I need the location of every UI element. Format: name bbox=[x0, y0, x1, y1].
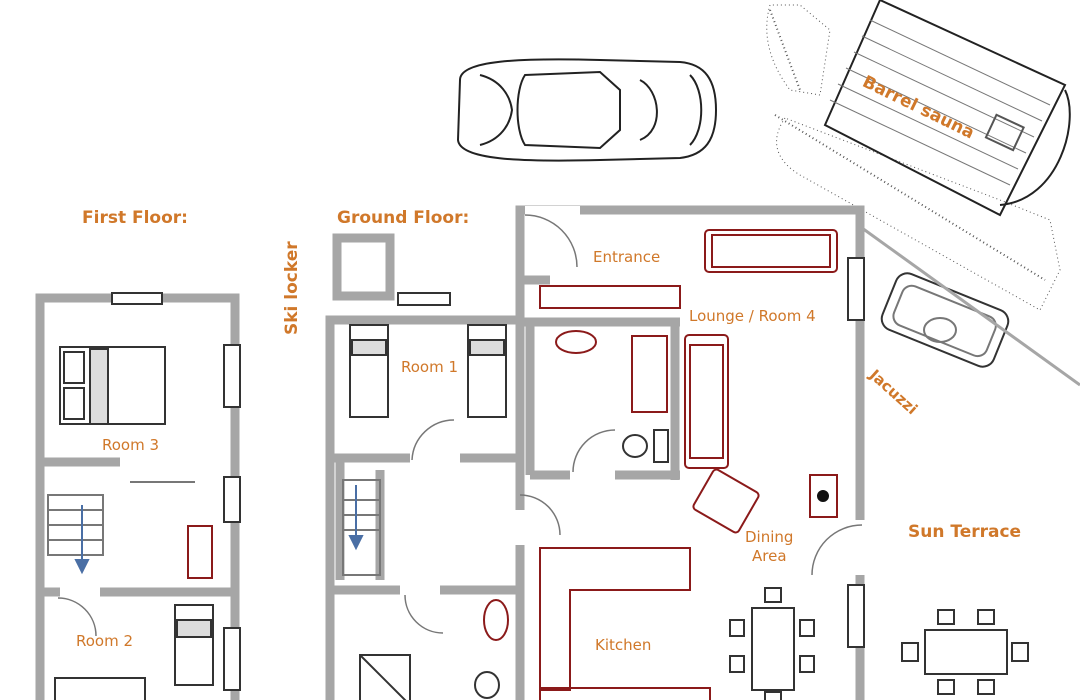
ground-stairs-arrow-icon bbox=[348, 485, 364, 551]
sun-terrace-label: Sun Terrace bbox=[908, 522, 1022, 542]
terrace-table-icon bbox=[901, 609, 1029, 695]
toilet-icon bbox=[622, 429, 669, 463]
first-floor-windows bbox=[111, 292, 241, 691]
kitchen-counters bbox=[483, 547, 711, 700]
bathroom-fittings bbox=[555, 330, 668, 413]
jacuzzi-icon bbox=[880, 272, 1010, 368]
ground-floor-label: Ground Floor: bbox=[337, 208, 470, 228]
room1-label: Room 1 bbox=[401, 358, 459, 376]
first-floor-label: First Floor: bbox=[82, 208, 188, 228]
ground-floor-stairs bbox=[342, 479, 381, 576]
ground-floor-windows bbox=[397, 257, 865, 648]
room1-beds bbox=[349, 324, 507, 418]
dining-label-line1: Dining bbox=[745, 528, 794, 546]
double-bed-icon bbox=[59, 346, 166, 425]
gravel-area bbox=[766, 4, 1061, 311]
entrance-label: Entrance bbox=[593, 248, 661, 266]
ground-wc-icon bbox=[359, 654, 500, 700]
lounge-furniture bbox=[539, 229, 838, 534]
ski-locker-label: Ski locker bbox=[282, 241, 302, 335]
room3-label: Room 3 bbox=[102, 436, 160, 454]
barrel-sauna-icon bbox=[823, 0, 1071, 217]
first-floor-stairs bbox=[47, 494, 104, 556]
single-bed-icon bbox=[54, 604, 214, 700]
wardrobe bbox=[187, 525, 213, 579]
stove-icon bbox=[809, 474, 838, 518]
kitchen-label: Kitchen bbox=[595, 636, 652, 654]
lounge-label: Lounge / Room 4 bbox=[689, 307, 816, 325]
stairs-arrow-icon bbox=[74, 505, 90, 575]
car-icon bbox=[456, 58, 718, 162]
dining-label-line2: Area bbox=[752, 547, 787, 565]
room2-label: Room 2 bbox=[76, 632, 134, 650]
dining-table-icon bbox=[729, 587, 815, 700]
